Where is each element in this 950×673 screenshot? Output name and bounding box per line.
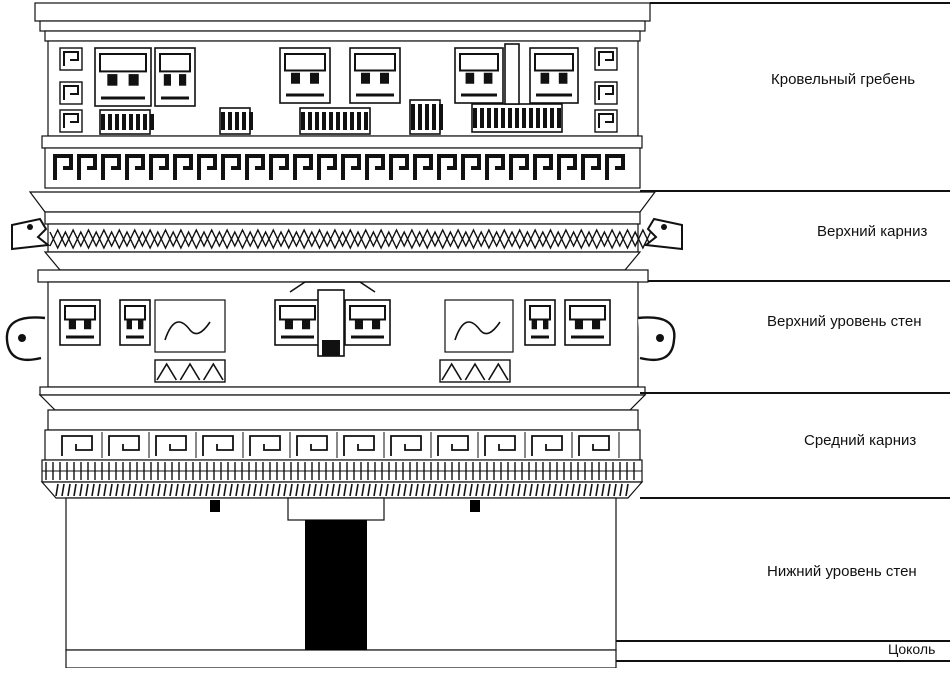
colonnette-band — [42, 462, 642, 497]
lower-wall-details — [210, 500, 480, 650]
zigzag-frieze — [49, 228, 652, 250]
label-roof-comb: Кровельный гребень — [771, 71, 916, 88]
beam-end-right — [470, 500, 480, 512]
divider-plinth-bottom — [616, 660, 950, 662]
mask-ornaments — [59, 43, 618, 383]
label-upper-wall: Верхний уровень стен — [767, 313, 922, 330]
divider-roof-comb-top — [650, 2, 950, 4]
divider-middle-cornice — [640, 497, 950, 499]
beam-end-left — [210, 500, 220, 512]
serpent-heads — [5, 217, 683, 362]
divider-plinth — [616, 640, 950, 642]
divider-upper-wall — [640, 392, 950, 394]
label-lower-wall: Нижний уровень стен — [767, 563, 917, 580]
divider-roof-comb-bottom — [640, 190, 950, 192]
fret-band — [53, 154, 625, 180]
label-middle-cornice: Средний карниз — [804, 432, 917, 449]
divider-upper-cornice — [648, 280, 950, 282]
label-plinth: Цоколь — [888, 641, 936, 657]
label-upper-cornice: Верхний карниз — [817, 223, 928, 240]
doorway — [305, 520, 367, 650]
middle-cornice-frets — [61, 432, 620, 458]
